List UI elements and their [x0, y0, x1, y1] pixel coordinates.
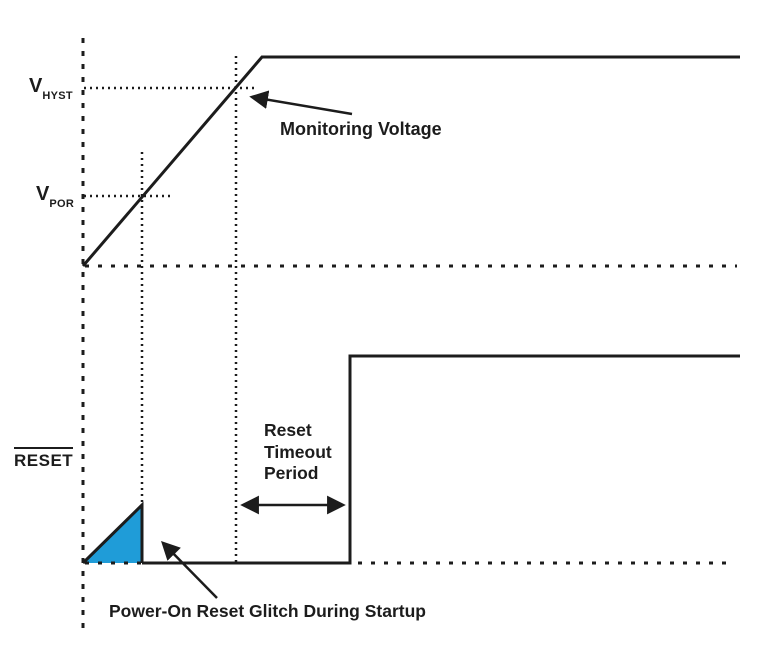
reset-signal-label: RESET — [14, 447, 74, 471]
glitch-callout-arrow — [161, 540, 218, 599]
reset-timeout-label-line2: Timeout — [264, 441, 332, 462]
reset-timeout-label: Reset Timeout Period — [264, 420, 332, 485]
vhyst-threshold-label: VHYST — [29, 76, 73, 104]
vhyst-label-main: V — [29, 75, 43, 97]
vpor-threshold-label: VPOR — [36, 184, 74, 212]
vhyst-label-subscript: HYST — [42, 90, 73, 102]
vpor-label-main: V — [36, 183, 50, 205]
reset-timeout-label-line3: Period — [264, 463, 319, 483]
por-glitch-triangle-outline — [81, 501, 144, 565]
vpor-label-subscript: POR — [49, 198, 75, 210]
monitoring-voltage-label: Monitoring Voltage — [280, 119, 442, 139]
monitoring-voltage-callout-arrow — [249, 90, 353, 116]
reset-signal-waveform — [142, 354, 740, 565]
monitoring-voltage-waveform — [81, 55, 740, 267]
glitch-label: Power-On Reset Glitch During Startup — [109, 601, 426, 621]
reset-timeout-label-line1: Reset — [264, 420, 312, 440]
